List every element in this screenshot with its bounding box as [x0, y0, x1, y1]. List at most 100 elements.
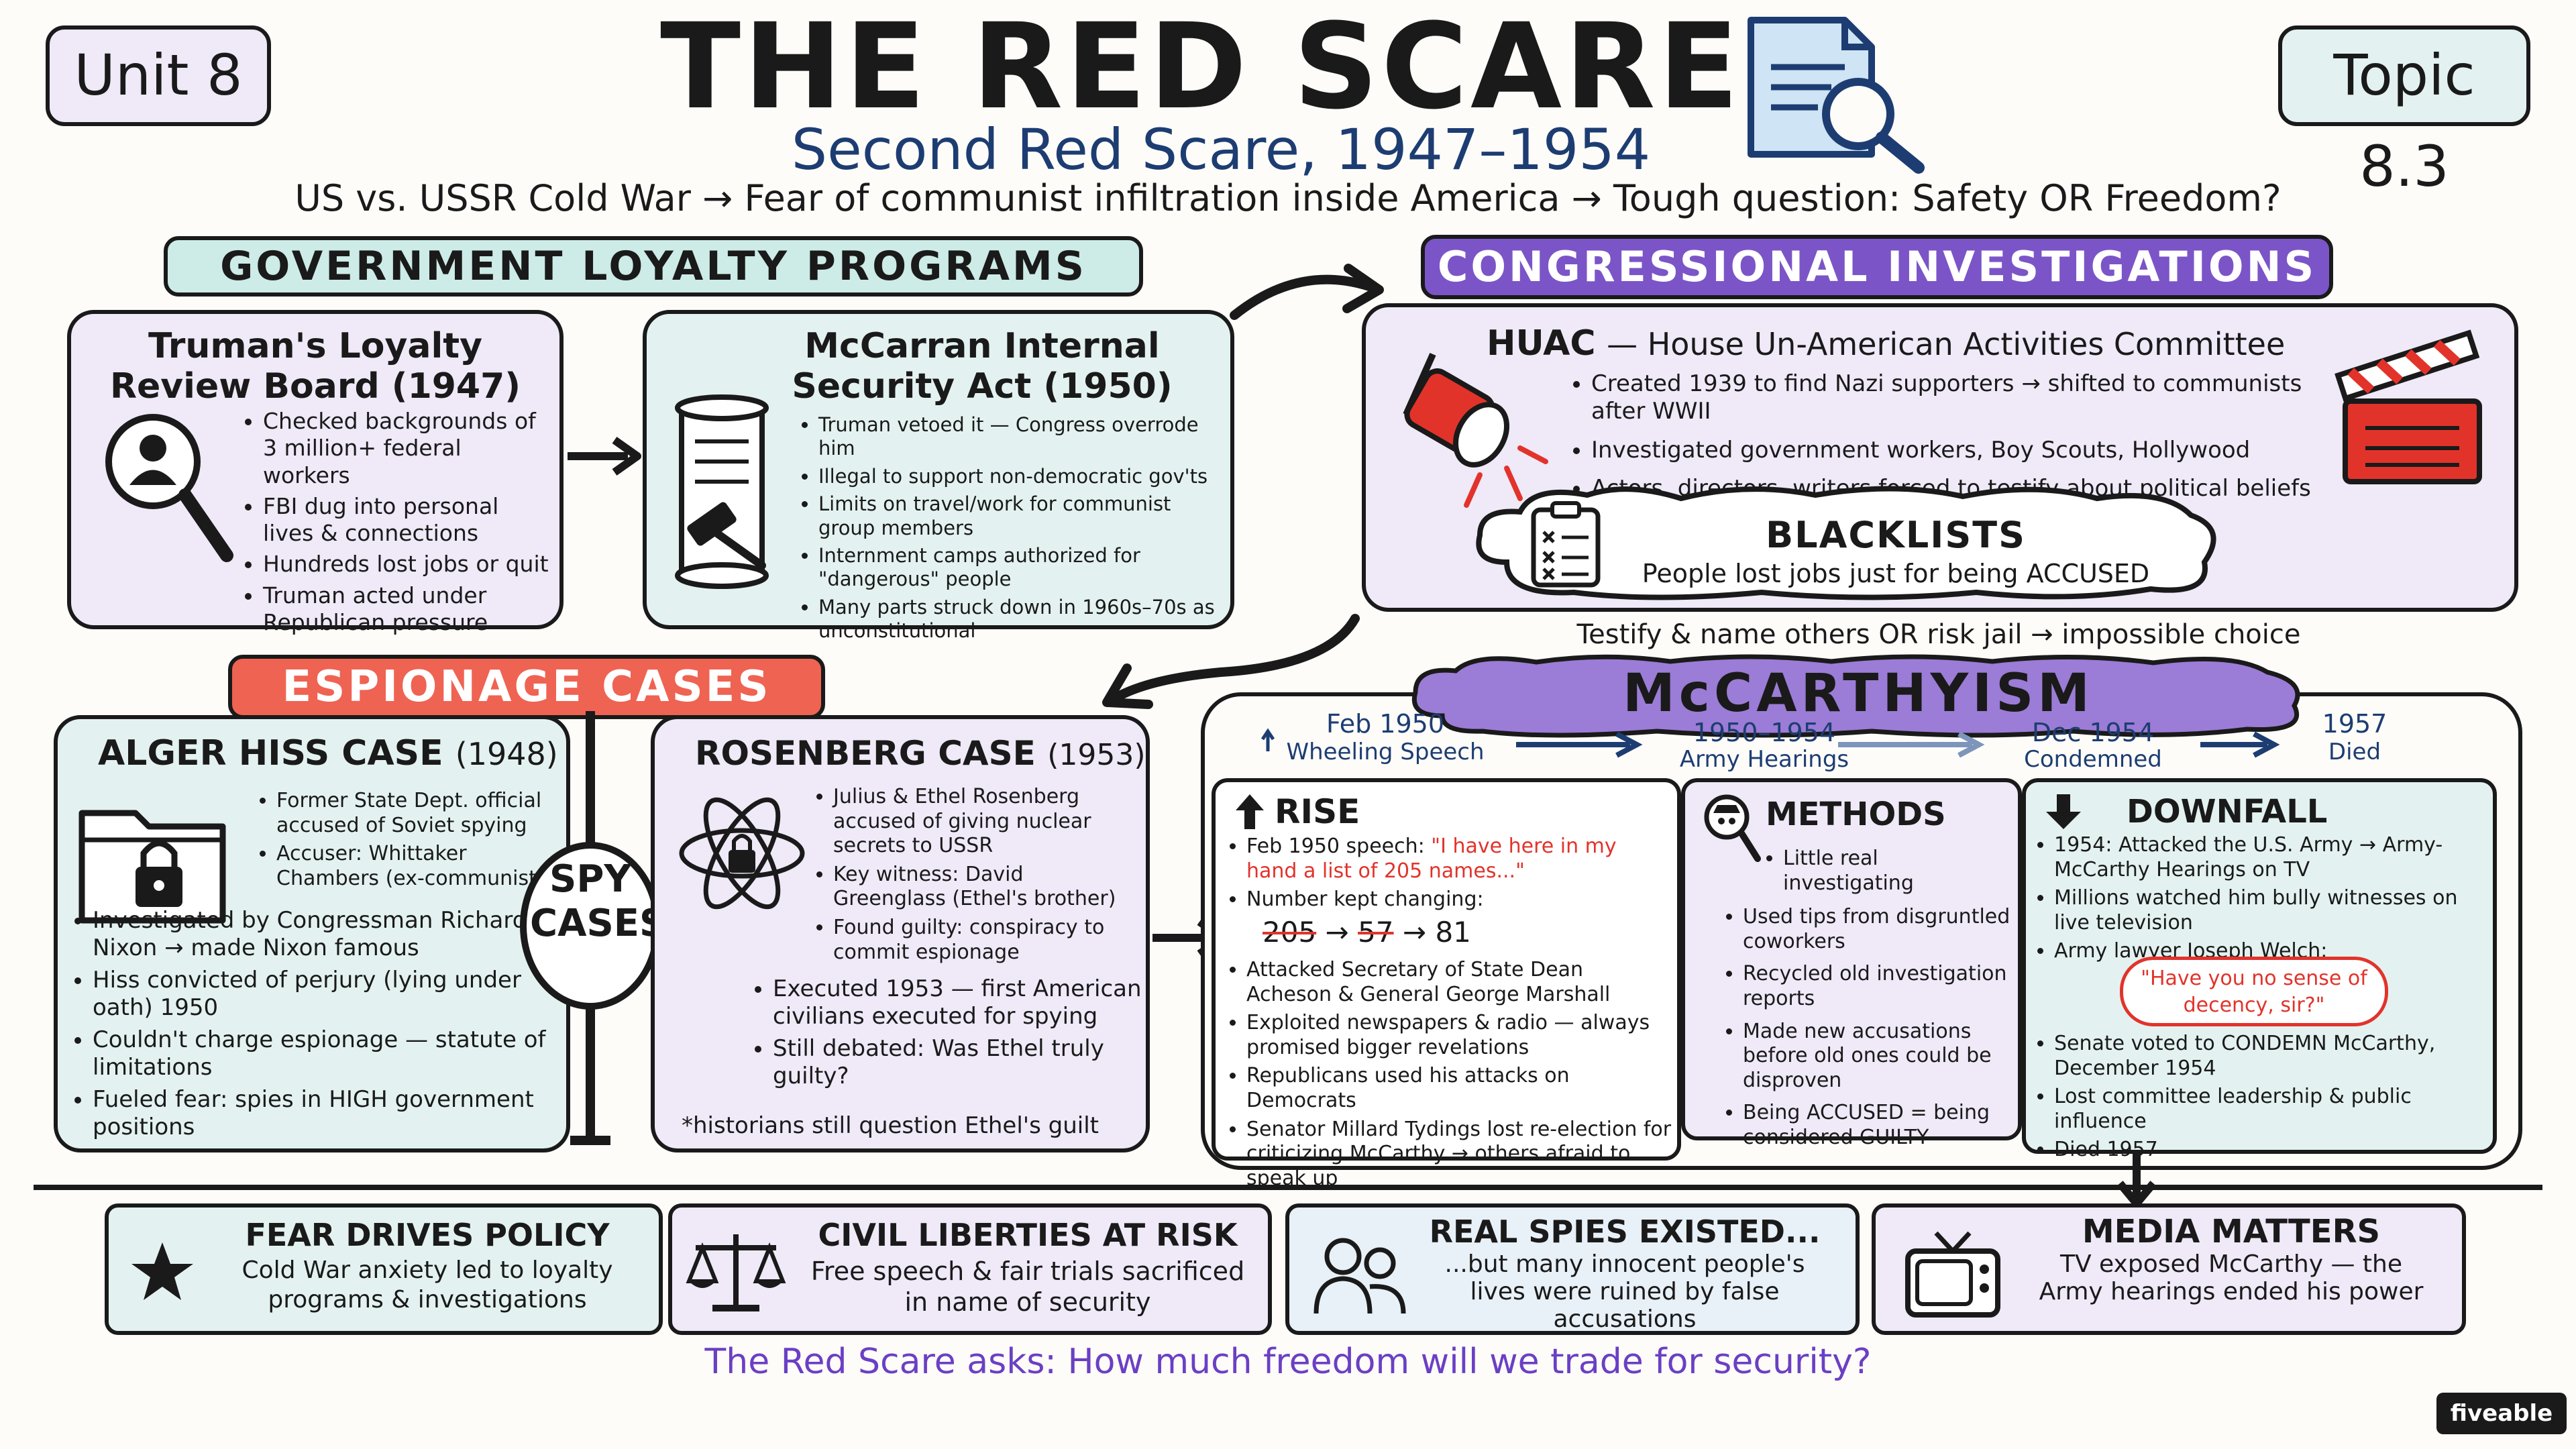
- list-item: Executed 1953 — first American civilians…: [773, 975, 1144, 1031]
- list-item: Investigated government workers, Boy Sco…: [1591, 437, 2345, 464]
- mccarthyism-banner: McCARTHYISM: [1623, 663, 2094, 724]
- timeline-item: Feb 1950 Wheeling Speech: [1261, 710, 1509, 766]
- checklist-icon: [1531, 501, 1601, 588]
- rosenberg-year: (1953): [1047, 738, 1146, 772]
- spy-label-line-2: CASES: [530, 902, 667, 945]
- methods-bullets: Little real investigating Used tips from…: [1719, 847, 2014, 1155]
- testify-note: Testify & name others OR risk jail → imp…: [1576, 619, 2301, 650]
- list-item: 1954: Attacked the U.S. Army → Army-McCa…: [2054, 833, 2486, 882]
- blacklists-text: People lost jobs just for being ACCUSED: [1642, 559, 2150, 588]
- list-item: Internment camps authorized for "dangero…: [818, 544, 1230, 592]
- hiss-title: ALGER HISS CASE: [98, 733, 443, 773]
- spy-cases-label: SPY CASES: [530, 857, 667, 946]
- takeaway-card: CIVIL LIBERTIES AT RISK Free speech & fa…: [668, 1203, 1272, 1335]
- methods-title: METHODS: [1766, 796, 1946, 833]
- star-icon: [131, 1242, 193, 1300]
- rosenberg-title: ROSENBERG CASE: [695, 734, 1036, 773]
- arrow-up-icon: [1236, 794, 1264, 829]
- arrow-right-icon: [568, 437, 641, 476]
- truman-title-1: Truman's Loyalty: [148, 326, 483, 366]
- people-icon: [1313, 1238, 1406, 1314]
- rosenberg-top-bullets: Julius & Ethel Rosenberg accused of givi…: [809, 785, 1138, 969]
- list-item: Former State Dept. official accused of S…: [276, 789, 561, 838]
- truman-card: Truman's Loyalty Review Board (1947) Che…: [67, 310, 564, 635]
- hiss-card: ALGER HISS CASE (1948) Former State Dept…: [54, 715, 570, 1152]
- page-subtitle: Second Red Scare, 1947–1954: [791, 117, 1651, 182]
- mccarran-title-2: Security Act (1950): [792, 366, 1173, 407]
- hiss-top-bullets: Former State Dept. official accused of S…: [252, 789, 561, 895]
- number-205: 205: [1263, 916, 1317, 949]
- timeline-item: Dec 1954 Condemned: [1992, 719, 2194, 773]
- hiss-bullets: Investigated by Congressman Richard Nixo…: [68, 907, 551, 1146]
- brand-logo: fiveable: [2436, 1393, 2567, 1434]
- list-item: Key witness: David Greenglass (Ethel's b…: [833, 863, 1138, 912]
- timeline-label: Wheeling Speech: [1286, 739, 1485, 765]
- congress-banner: CONGRESSIONAL INVESTIGATIONS: [1421, 235, 2333, 299]
- list-item: Accuser: Whittaker Chambers (ex-communis…: [276, 842, 561, 891]
- gov-banner: GOVERNMENT LOYALTY PROGRAMS: [164, 236, 1143, 297]
- espionage-banner: ESPIONAGE CASES: [228, 655, 825, 719]
- list-item: Truman vetoed it — Congress overrode him: [818, 413, 1230, 461]
- mccarthyism-banner-cloud: [1412, 654, 2300, 738]
- list-item: Died 1957: [2054, 1138, 2486, 1163]
- huac-card: HUAC — House Un-American Activities Comm…: [1362, 303, 2518, 612]
- list-item: Recycled old investigation reports: [1743, 962, 2014, 1011]
- list-item: Number kept changing:: [1246, 888, 1672, 912]
- page-title: THE RED SCARE: [660, 0, 1741, 136]
- list-item: Millions watched him bully witnesses on …: [2054, 886, 2486, 935]
- list-item: Exploited newspapers & radio — always pr…: [1246, 1011, 1672, 1060]
- rise-title: RISE: [1275, 792, 1360, 831]
- list-item: Hundreds lost jobs or quit: [263, 551, 554, 578]
- list-item: Fueled fear: spies in HIGH government po…: [93, 1086, 551, 1142]
- list-item: Found guilty: conspiracy to commit espio…: [833, 916, 1138, 965]
- downfall-title: DOWNFALL: [2127, 793, 2328, 830]
- timeline-date: 1950–1954: [1693, 718, 1836, 747]
- arrow-right-icon: →: [1402, 916, 1436, 949]
- rise-quote: "I have here in my hand a list of 205 na…: [1246, 835, 1617, 883]
- downfall-card: DOWNFALL 1954: Attacked the U.S. Army → …: [2022, 778, 2497, 1161]
- list-item: Being ACCUSED = being considered GUILTY: [1743, 1101, 2014, 1150]
- rise-speech-prefix: Feb 1950 speech:: [1246, 835, 1425, 858]
- takeaway-text: TV exposed McCarthy — the Army hearings …: [2039, 1250, 2424, 1305]
- arrow-down-icon: [2116, 1154, 2157, 1208]
- list-item: Truman acted under Republican pressure: [263, 582, 554, 637]
- timeline-item: 1950–1954 Army Hearings: [1650, 719, 1878, 773]
- timeline-label: Condemned: [2024, 746, 2162, 773]
- arrow-right-icon: →: [1325, 916, 1358, 949]
- truman-bullets: Checked backgrounds of 3 million+ federa…: [239, 408, 554, 640]
- spy-label-line-1: SPY: [549, 857, 631, 901]
- mccarran-title-1: McCarran Internal: [804, 326, 1160, 366]
- blacklists-title: BLACKLISTS: [1766, 514, 2026, 556]
- rise-card: RISE Feb 1950 speech: "I have here in my…: [1212, 778, 1681, 1190]
- section-divider: [34, 1185, 2542, 1190]
- takeaway-title: CIVIL LIBERTIES AT RISK: [818, 1217, 1238, 1253]
- clapperboard-icon: [2334, 329, 2482, 484]
- timeline-date: Dec 1954: [2031, 718, 2155, 747]
- list-item: Hiss convicted of perjury (lying under o…: [93, 967, 551, 1022]
- takeaway-title: REAL SPIES EXISTED...: [1429, 1214, 1821, 1250]
- list-item: Checked backgrounds of 3 million+ federa…: [263, 408, 554, 489]
- timeline-label: Died: [2328, 739, 2381, 765]
- takeaway-card: FEAR DRIVES POLICY Cold War anxiety led …: [105, 1203, 663, 1335]
- takeaway-title: MEDIA MATTERS: [2082, 1213, 2381, 1250]
- list-item: Illegal to support non-democratic gov'ts: [818, 465, 1230, 488]
- takeaway-text: Free speech & fair trials sacrificed in …: [810, 1256, 1245, 1317]
- timeline-label: Army Hearings: [1679, 746, 1849, 773]
- list-item: Made new accusations before old ones cou…: [1743, 1020, 2014, 1093]
- truman-title-2: Review Board (1947): [109, 366, 521, 407]
- hiss-year: (1948): [455, 736, 558, 772]
- mccarran-bullets: Truman vetoed it — Congress overrode him…: [794, 413, 1230, 647]
- spy-magnifier-icon: [1704, 794, 1761, 862]
- takeaway-title: FEAR DRIVES POLICY: [245, 1217, 610, 1253]
- list-item: Limits on travel/work for communist grou…: [818, 492, 1230, 540]
- scales-icon: [686, 1234, 786, 1311]
- tv-icon: [1905, 1231, 2000, 1318]
- timeline-arrows: [1260, 728, 2280, 758]
- list-item: FBI dug into personal lives & connection…: [263, 493, 554, 547]
- scroll-gavel-icon: [675, 394, 769, 589]
- list-item: Still debated: Was Ethel truly guilty?: [773, 1035, 1144, 1091]
- mccarran-card: McCarran Internal Security Act (1950) Tr…: [643, 310, 1234, 642]
- atom-lock-icon: [679, 797, 805, 910]
- timeline-date: 1957: [2322, 709, 2387, 739]
- arrow-down-icon: [2046, 794, 2081, 829]
